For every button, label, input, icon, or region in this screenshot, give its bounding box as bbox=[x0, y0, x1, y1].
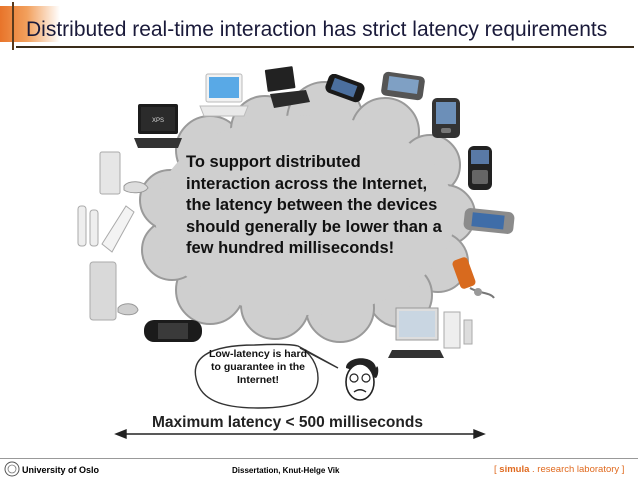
blackberry-image bbox=[468, 146, 492, 190]
xbox-console-image bbox=[99, 151, 149, 195]
slide-title: Distributed real-time interaction has st… bbox=[26, 18, 608, 41]
title-underline bbox=[16, 46, 634, 48]
phone-headset-image bbox=[452, 257, 495, 299]
media-device-image bbox=[463, 208, 515, 234]
title-vertical-rule bbox=[12, 2, 14, 50]
wii-console-image bbox=[77, 205, 135, 253]
title-accent-bar bbox=[0, 6, 60, 42]
white-laptop-image bbox=[199, 73, 249, 117]
smartphone-image bbox=[432, 98, 460, 138]
footer-simula-brand: [ simula . research laboratory ] bbox=[494, 464, 625, 475]
psp-console-image bbox=[144, 320, 202, 342]
desktop-pc-image bbox=[388, 307, 473, 358]
latency-label: Maximum latency < 500 milliseconds bbox=[152, 414, 423, 431]
cloud-text: To support distributed interaction acros… bbox=[186, 153, 442, 257]
footer-dissertation: Dissertation, Knut-Helge Vik bbox=[232, 466, 340, 475]
university-seal-icon bbox=[4, 461, 20, 477]
speech-bubble-text: Low-latency is hard to guarantee in the … bbox=[208, 348, 308, 386]
footer-university: University of Oslo bbox=[22, 465, 100, 475]
person-cartoon-image bbox=[345, 358, 379, 401]
netbook-image bbox=[264, 66, 310, 108]
slider-phone-image bbox=[381, 71, 425, 101]
footer-rule bbox=[0, 458, 638, 459]
iphone-image bbox=[325, 74, 365, 103]
laptop-xps-image: XPS bbox=[134, 104, 182, 148]
ps3-console-image bbox=[89, 261, 139, 321]
svg-text:XPS: XPS bbox=[152, 118, 164, 124]
